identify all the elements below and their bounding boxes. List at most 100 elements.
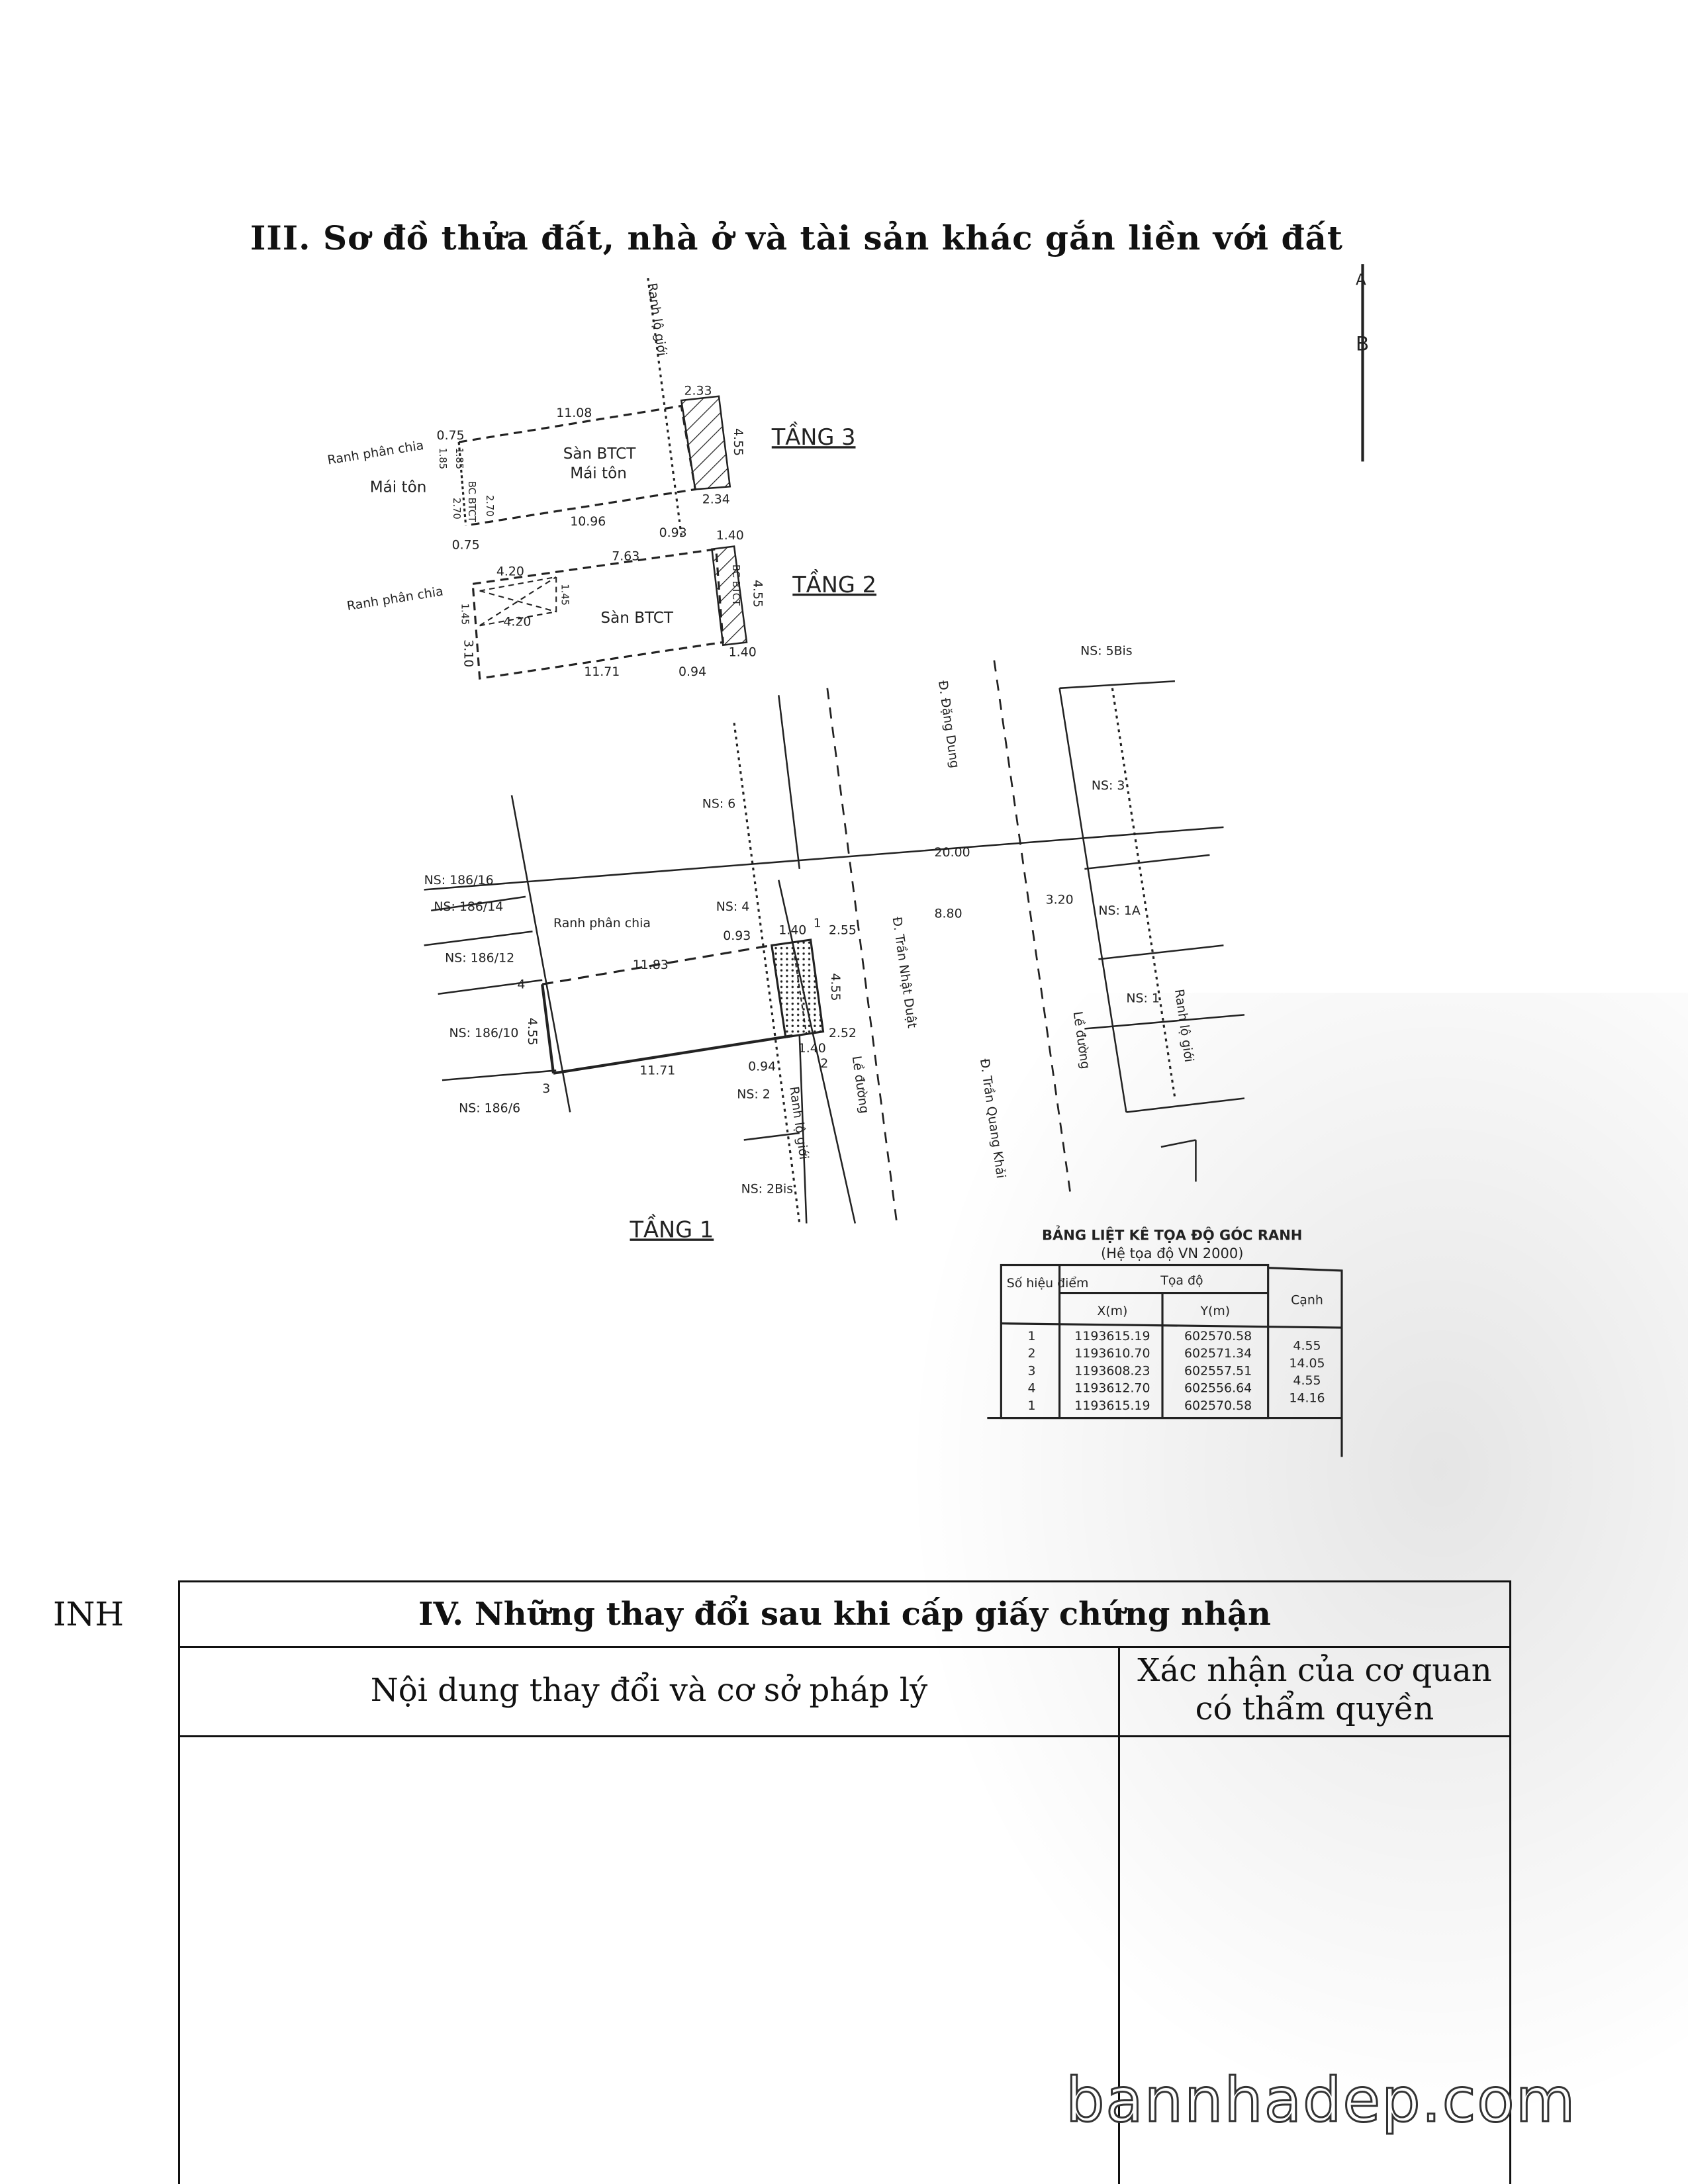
dim: 1.85 [437,447,448,469]
dim: 10.96 [570,514,606,529]
dim: 0.93 [659,525,687,540]
cell-y: 602556.64 [1184,1381,1252,1396]
cell-x: 1193615.19 [1074,1329,1150,1343]
neighbour-label: NS: 3 [1092,778,1125,793]
watermark: bannhadep.com [1064,2064,1577,2137]
dim: 8.80 [935,906,962,921]
label: Ranh lộ giới [786,1085,811,1160]
dim: 4.55 [750,580,765,608]
label: Ranh phân chia [346,584,444,614]
coordinate-table: BẢNG LIỆT KÊ TỌA ĐỘ GÓC RANH (Hệ tọa độ … [987,1226,1343,1457]
dim: 1.45 [459,604,470,625]
floor-1-label: TẦNG 1 [630,1214,714,1243]
neighbour-label: NS: 4 [716,899,750,914]
column-header-content: Nội dung thay đổi và cơ sở pháp lý [370,1672,928,1709]
label: Ranh phân chia [326,438,425,468]
point-label: 1 [814,916,821,931]
column-header-line: có thẩm quyền [1195,1690,1434,1727]
label: Ranh phân chia [553,916,651,931]
column-header-confirmation: Xác nhận của cơ quan có thẩm quyền [1118,1646,1509,1735]
point-label: 2 [820,1056,828,1071]
cell-y: 602571.34 [1184,1346,1252,1361]
cell-y: 602557.51 [1184,1363,1252,1378]
dim: 0.94 [748,1059,776,1073]
header-edge: Cạnh [1291,1293,1323,1307]
dim: 2.34 [702,492,730,506]
dim: 2.52 [829,1026,857,1040]
header-x: X(m) [1097,1304,1127,1318]
dim: 2.70 [484,495,495,517]
cell-edge: 4.55 [1293,1373,1321,1388]
floor-2-plan: 7.63 4.20 4.20 Ranh phân chia 1.45 1.45 … [346,525,876,680]
label: BC BTCT [730,565,741,606]
dim: 1.40 [798,1041,826,1056]
neighbour-label: NS: 2 [737,1087,771,1101]
floor-3-label: TẦNG 3 [771,422,856,450]
column-header-line: Xác nhận của cơ quan [1137,1652,1492,1689]
point-label: 3 [542,1081,550,1096]
dim: 4.20 [503,614,531,629]
dim: 4.55 [731,428,745,456]
street-label: Đ. Đặng Dung [935,680,962,769]
dim: 11.71 [584,664,620,679]
street-label: Đ. Trần Quang Khải [977,1058,1008,1179]
label: Sàn BTCT [563,445,637,463]
cell-edge: 4.55 [1293,1339,1321,1353]
table-subtitle: (Hệ tọa độ VN 2000) [1101,1246,1243,1261]
neighbour-label: NS: 1 [1126,991,1160,1006]
dim: 7.63 [612,549,639,564]
label: BC BTCT [466,481,477,523]
floor-2-label: TẦNG 2 [792,569,876,598]
column-divider [1118,1735,1120,2184]
cell-x: 1193610.70 [1074,1346,1150,1361]
cell-point: 3 [1028,1363,1036,1378]
dim: 4.20 [496,565,524,579]
cell-point: 4 [1028,1381,1036,1396]
header-coord: Tọa độ [1160,1273,1203,1288]
dim: 1.85 [453,447,465,469]
dim: 1.40 [729,645,757,659]
north-arrow-top: A [1356,272,1366,289]
dim: 1.45 [559,584,571,606]
dim: 0.75 [452,538,480,553]
neighbour-label: NS: 186/10 [449,1026,518,1040]
dim: 1.40 [716,528,744,543]
changes-table: IV. Những thay đổi sau khi cấp giấy chứn… [178,1580,1511,2184]
cell-x: 1193615.19 [1074,1398,1150,1413]
floor-3-plan: Ranh lộ giới 11.08 0.75 Ranh phân chia 1… [326,277,856,553]
dim: 4.55 [525,1018,539,1046]
cell-edge: 14.16 [1289,1390,1325,1405]
section-4-title: IV. Những thay đổi sau khi cấp giấy chứn… [180,1582,1509,1648]
table-title: BẢNG LIỆT KÊ TỌA ĐỘ GÓC RANH [1042,1226,1302,1244]
cell-y: 602570.58 [1184,1329,1252,1343]
point-label: 4 [517,978,525,992]
dim: 11.83 [633,958,669,972]
label: Ranh lộ giới [1172,988,1196,1063]
neighbour-label: NS: 1A [1098,903,1141,918]
dim: 4.55 [828,973,843,1001]
label: Mái tôn [570,465,627,482]
dim: 1.40 [778,923,806,938]
dim: 3.10 [461,639,476,667]
neighbour-label: NS: 186/14 [434,899,503,914]
dim: 2.55 [829,923,857,938]
label: Sàn BTCT [600,610,674,627]
changes-header-row: Nội dung thay đổi và cơ sở pháp lý Xác n… [180,1646,1509,1737]
dim: 3.20 [1046,892,1074,907]
label: Mái tôn [370,479,427,496]
margin-text: INH [53,1595,124,1633]
floor-1-plan: NS: 186/16 NS: 186/14 NS: 186/12 NS: 186… [424,643,1245,1243]
cell-y: 602570.58 [1184,1398,1252,1413]
dim: 0.93 [723,929,751,943]
neighbour-label: NS: 186/12 [445,951,514,966]
dim: 2.33 [684,384,712,398]
north-arrow-icon: A B [1356,264,1369,462]
north-arrow-bottom: B [1356,332,1369,355]
cell-point: 1 [1028,1398,1036,1413]
street-label: Đ. Trần Nhật Duật [890,916,919,1029]
neighbour-label: NS: 5Bis [1080,643,1133,658]
cell-x: 1193612.70 [1074,1381,1150,1396]
dim: 20.00 [935,845,970,860]
dim: 11.08 [556,406,592,420]
